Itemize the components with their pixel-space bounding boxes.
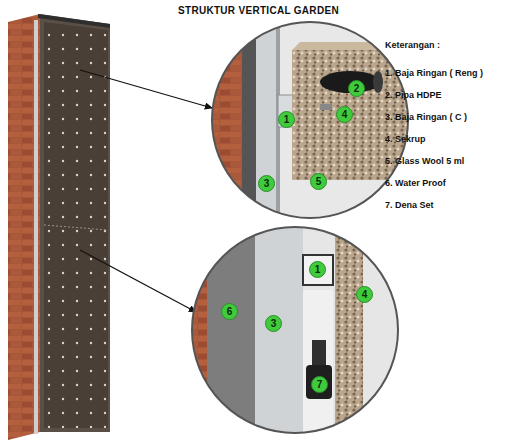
callout-number: 1 [309,261,326,278]
callout-number: 5 [310,173,327,190]
callout-number: 1 [278,111,295,128]
part-name: 7. Dena Set [385,200,434,210]
callout-number: 2 [348,80,365,97]
callout-number: 4 [356,286,373,303]
legend-heading: Keterangan : [385,40,440,50]
callout-number: 6 [221,303,238,320]
callout-number: 4 [336,106,353,123]
part-name: 3. Baja Ringan ( C ) [385,112,467,122]
part-name: 6. Water Proof [385,178,446,188]
part-name: 2. Pipa HDPE [385,90,442,100]
callout-number: 3 [258,175,275,192]
part-name: 1. Baja Ringan ( Reng ) [385,68,483,78]
part-name: 4. Sekrup [385,134,426,144]
part-name: 5. Glass Wool 5 ml [385,156,464,166]
callout-number: 3 [265,315,282,332]
callout-number: 7 [311,376,328,393]
diagram-title: STRUKTUR VERTICAL GARDEN [178,5,339,16]
